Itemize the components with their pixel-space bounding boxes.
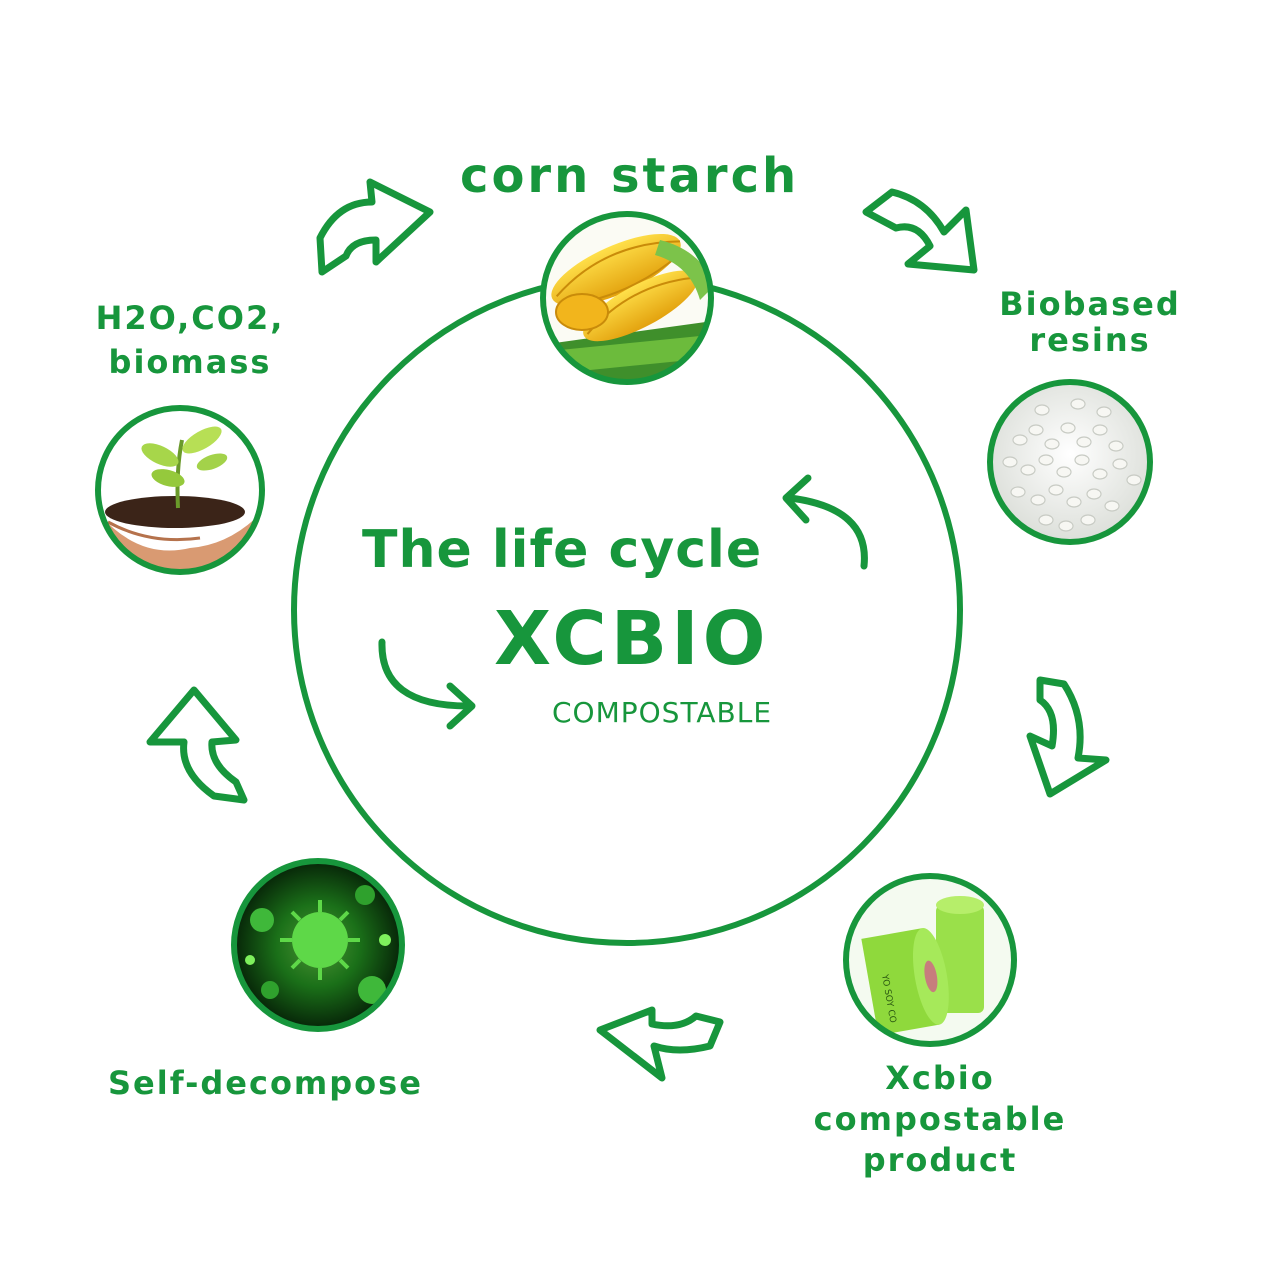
arrow-resins-to-product bbox=[1026, 676, 1110, 798]
arrow-biomass-to-corn bbox=[316, 178, 434, 276]
center-title: The life cycle bbox=[362, 520, 763, 580]
center-subtitle: COMPOSTABLE bbox=[552, 696, 773, 729]
microbes-image bbox=[231, 858, 405, 1032]
self-decompose-label: Self-decompose bbox=[108, 1064, 423, 1102]
inner-arrow-bottom-left bbox=[378, 638, 472, 710]
corn-starch-label: corn starch bbox=[460, 148, 800, 204]
inner-arrow-top-right-head bbox=[782, 474, 812, 524]
resin-pellets-image bbox=[987, 379, 1153, 545]
inner-arrow-bottom-left-head bbox=[446, 682, 476, 730]
seedling-in-hands-image bbox=[95, 405, 265, 575]
arrow-corn-to-resins bbox=[862, 188, 978, 274]
center-brand: XCBIO bbox=[494, 596, 770, 682]
arrow-product-to-decompose bbox=[596, 1006, 724, 1082]
inner-arrow-top-right bbox=[786, 494, 868, 570]
h2o-co2-biomass-label: H2O,CO2,biomass bbox=[95, 299, 285, 381]
corn-image bbox=[540, 211, 714, 385]
compostable-bag-rolls-image: YO SOY CO bbox=[843, 873, 1017, 1047]
arrow-decompose-to-biomass bbox=[146, 686, 248, 804]
